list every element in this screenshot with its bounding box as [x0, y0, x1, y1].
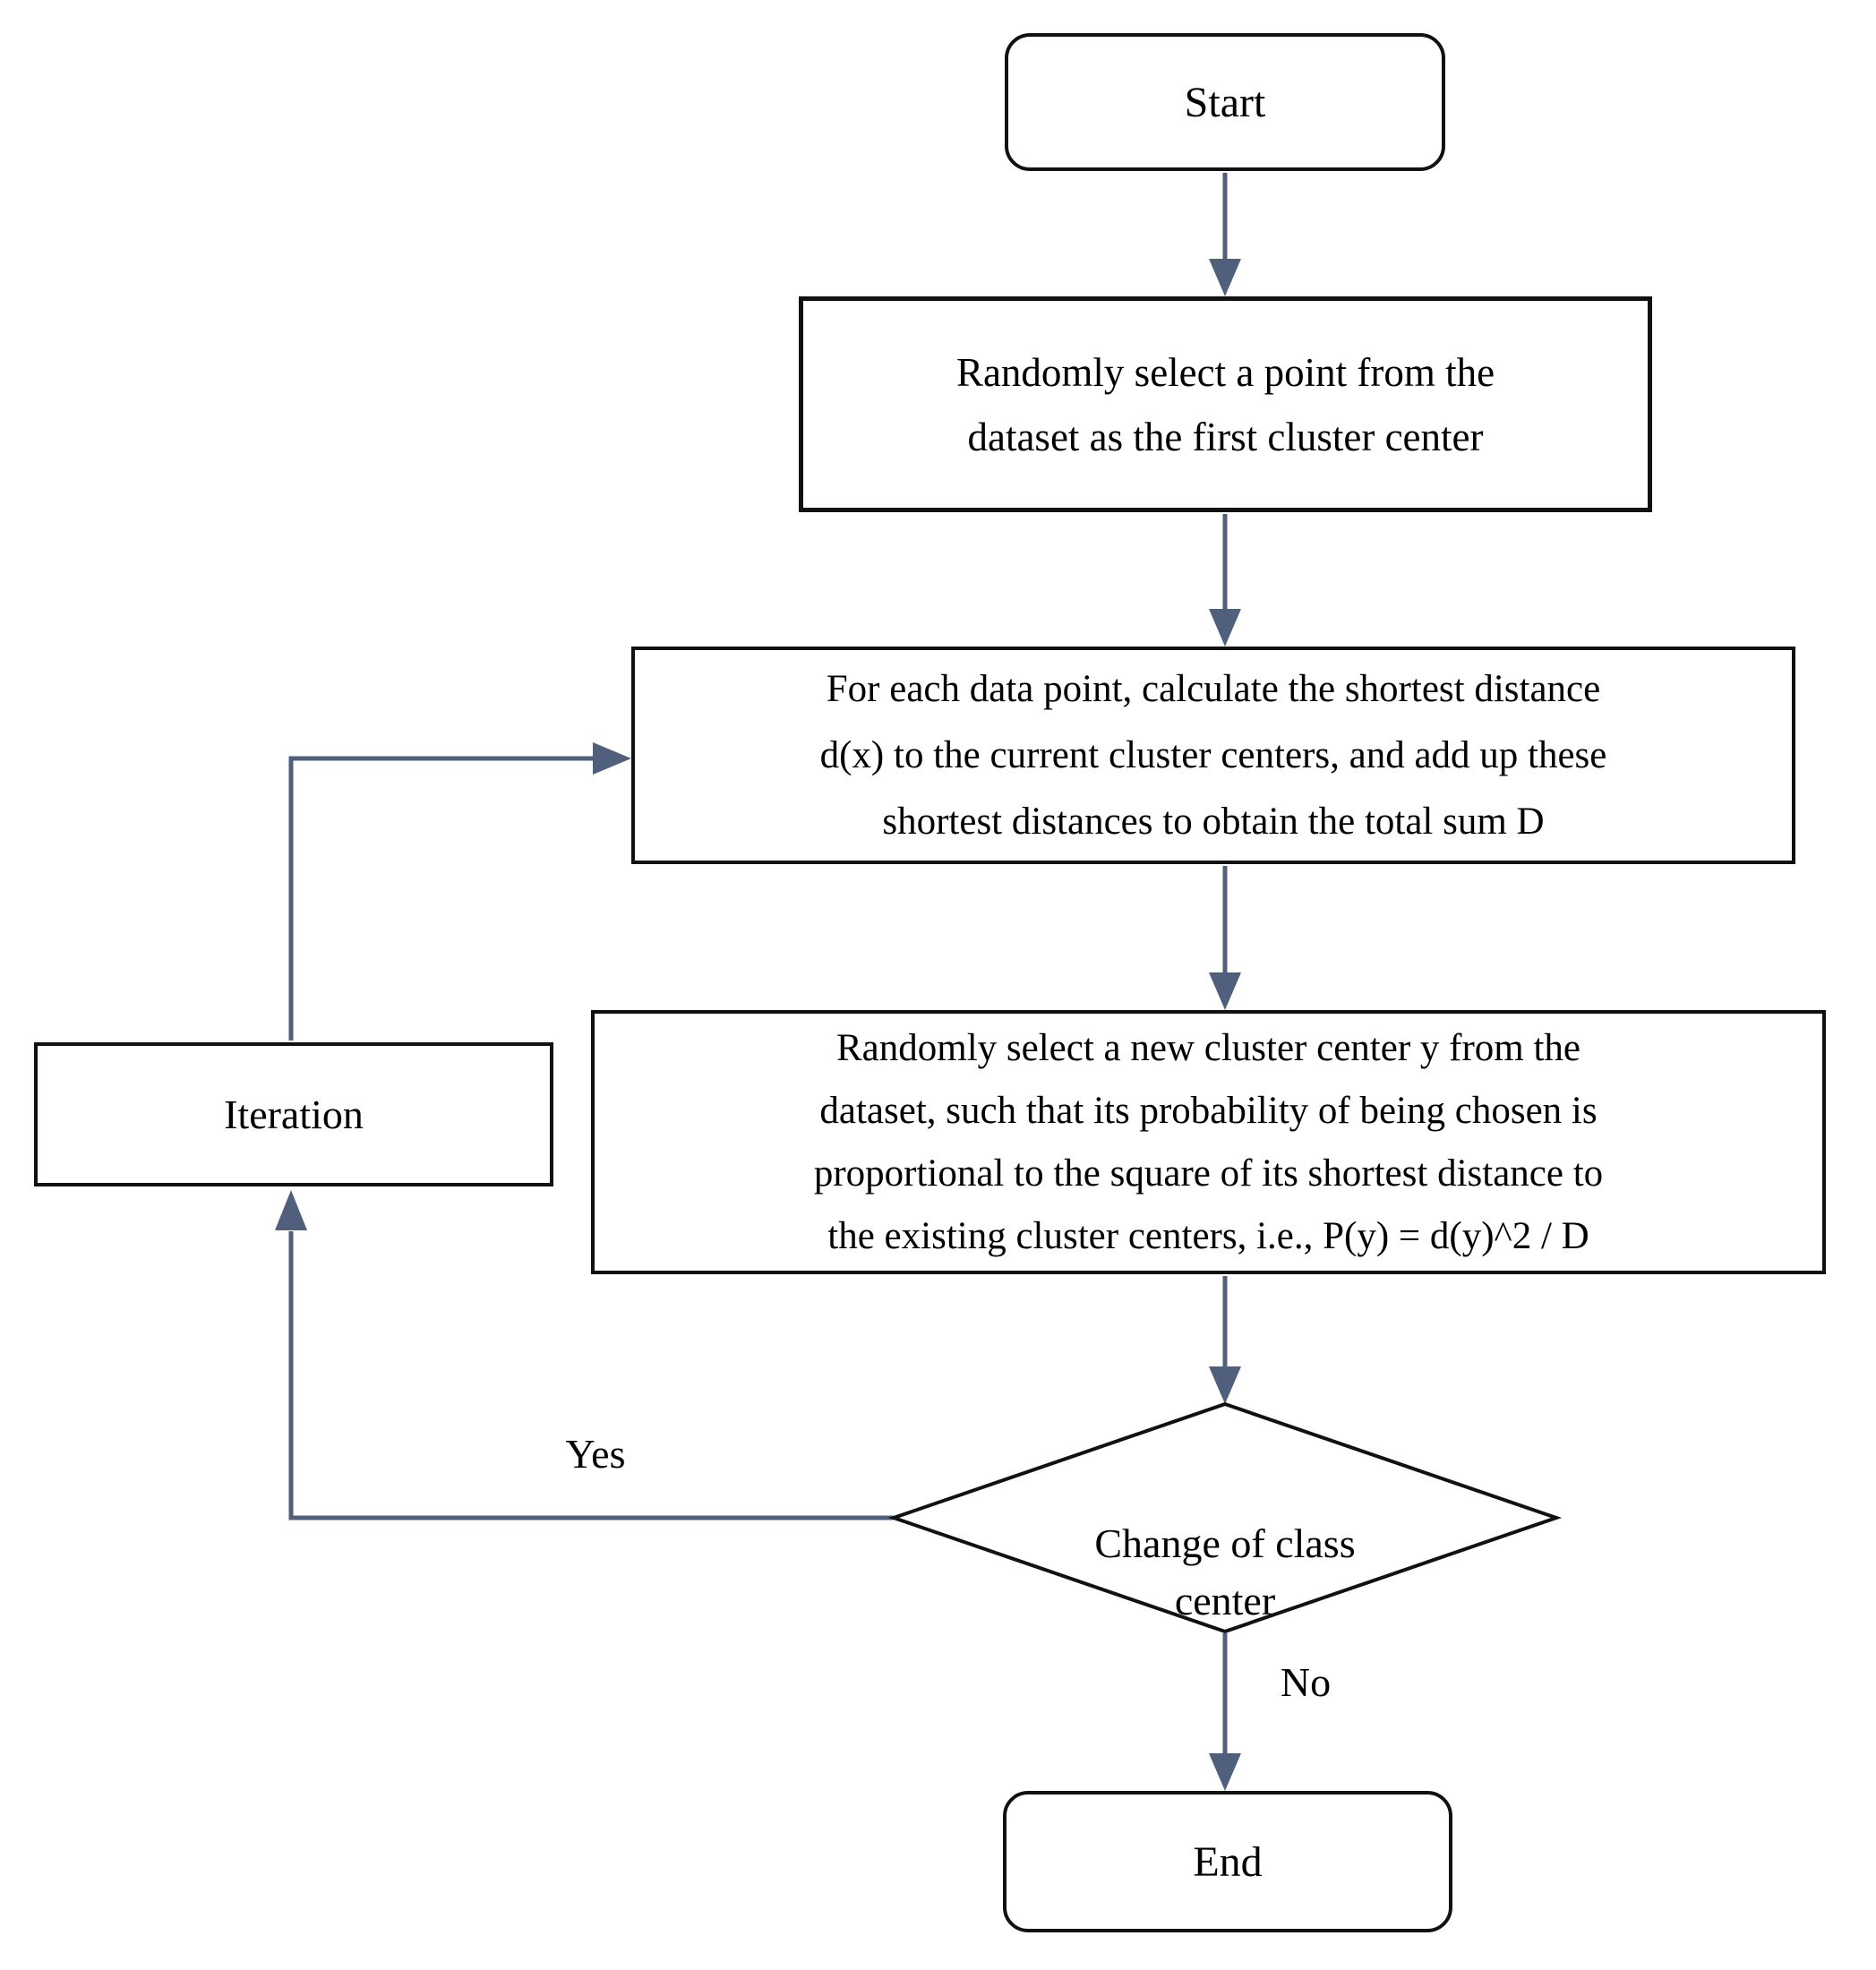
arrowhead-into-compute-left	[593, 742, 631, 775]
node-select-new-center-label: Randomly select a new cluster center y f…	[813, 1026, 1604, 1257]
node-select-first-center: Randomly select a point from the dataset…	[799, 296, 1652, 512]
node-start-label: Start	[1184, 78, 1266, 126]
node-iteration: Iteration	[34, 1042, 553, 1186]
node-end-label: End	[1193, 1837, 1263, 1886]
arrowhead-into-select-new	[1209, 972, 1241, 1010]
arrowhead-into-select-first	[1209, 259, 1241, 296]
arrowhead-into-compute	[1209, 609, 1241, 647]
edge-label-no: No	[1280, 1659, 1332, 1705]
edge-label-yes: Yes	[565, 1431, 626, 1477]
edge-decision-to-iteration-yes	[288, 1231, 894, 1520]
node-select-new-center: Randomly select a new cluster center y f…	[591, 1010, 1826, 1274]
decision-diamond-shape	[887, 1401, 1563, 1634]
node-iteration-label: Iteration	[224, 1091, 364, 1137]
node-compute-distances: For each data point, calculate the short…	[631, 647, 1795, 864]
arrowhead-into-decision	[1209, 1366, 1241, 1404]
node-compute-distances-label: For each data point, calculate the short…	[819, 667, 1607, 843]
node-decision-label: Change of class center	[1094, 1520, 1356, 1623]
edge-iteration-to-compute	[288, 756, 594, 1041]
node-select-first-center-label: Randomly select a point from the dataset…	[955, 349, 1495, 459]
node-end: End	[1003, 1791, 1452, 1932]
node-start: Start	[1005, 33, 1445, 171]
arrowhead-into-end	[1209, 1753, 1241, 1791]
arrowhead-into-iteration	[275, 1190, 307, 1230]
